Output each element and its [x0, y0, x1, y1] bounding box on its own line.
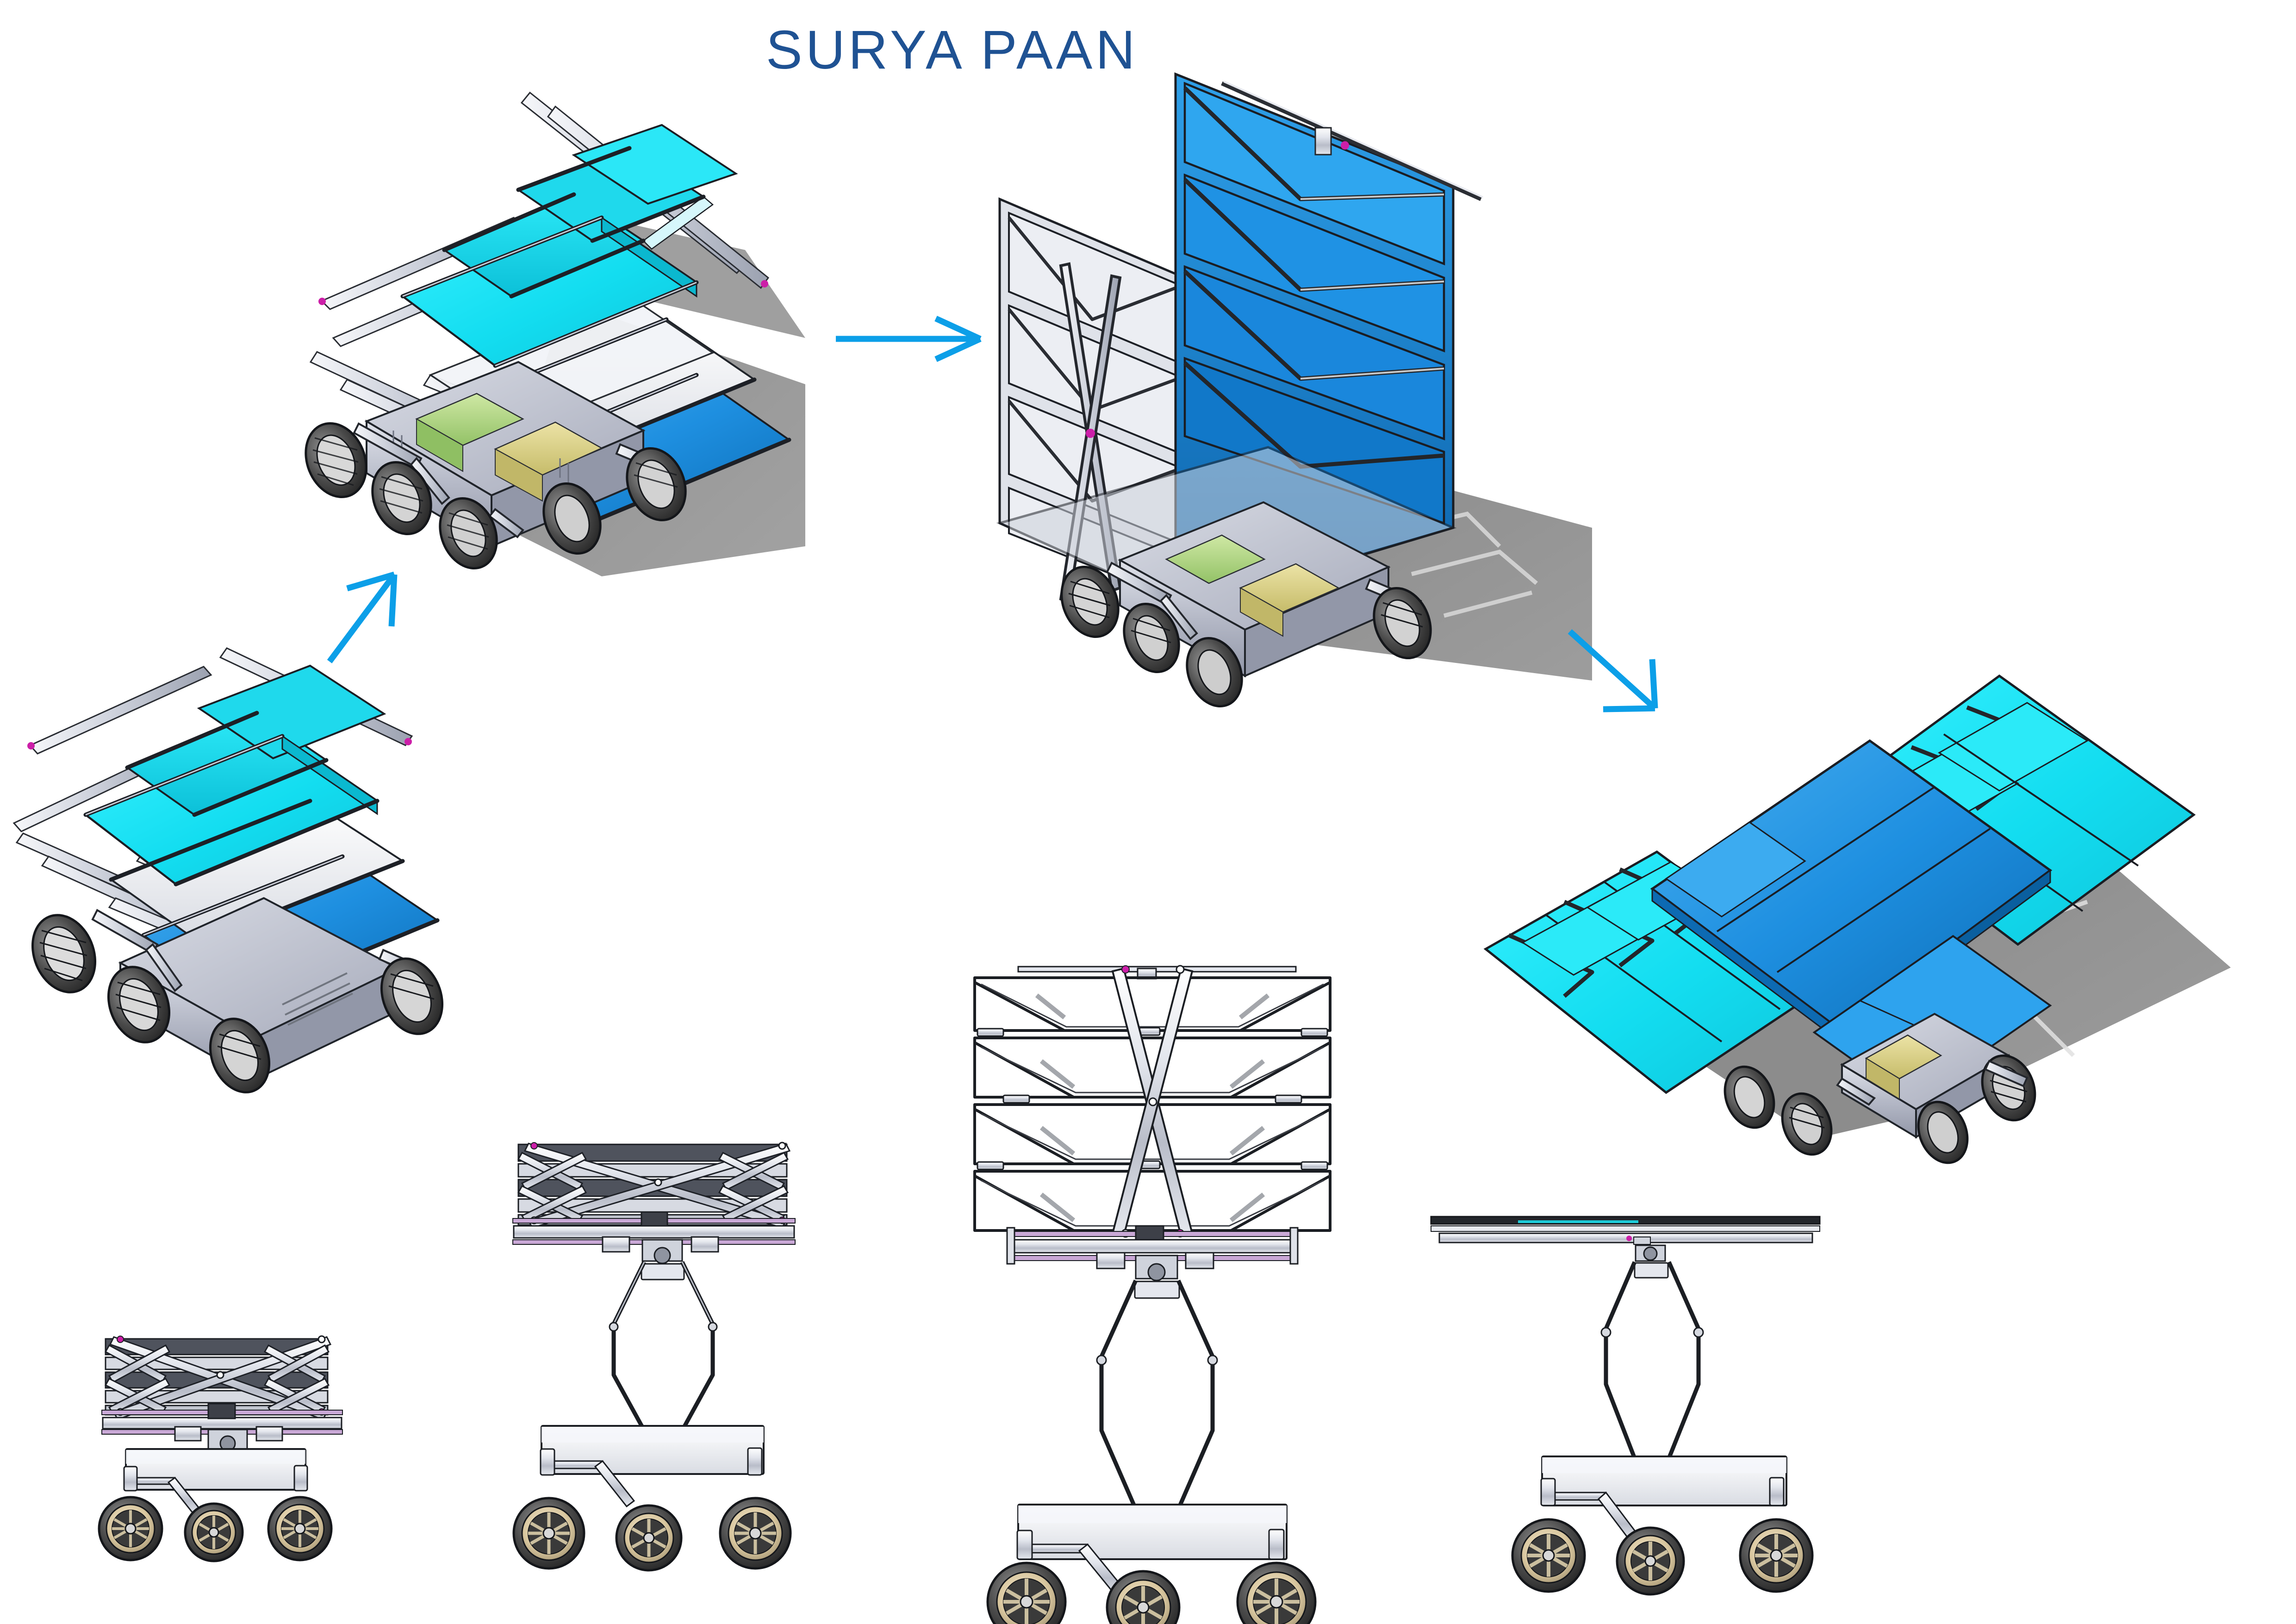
wheel — [1511, 1518, 1586, 1593]
wheel — [1917, 1100, 1969, 1164]
wheel — [1373, 587, 1432, 660]
wheel-group — [31, 914, 444, 1093]
wheel — [626, 447, 687, 522]
wheel — [209, 1018, 271, 1093]
wheel-group — [305, 422, 687, 570]
wheel — [1616, 1526, 1685, 1596]
mast-joints — [1600, 1327, 1704, 1338]
mast-hexagon — [1604, 1261, 1701, 1459]
suspension-arms — [1016, 1529, 1285, 1598]
wheel — [1739, 1518, 1814, 1593]
wheel — [184, 1502, 244, 1562]
wheel — [1236, 1562, 1317, 1624]
suspension-arms — [123, 1465, 308, 1515]
mast-joints — [609, 1322, 718, 1332]
wheel — [380, 957, 444, 1035]
arrow-vertical-to-flat — [1564, 626, 1685, 732]
wheel — [1060, 565, 1120, 638]
wheel — [1781, 1092, 1833, 1156]
pivot-pin — [1086, 429, 1095, 438]
arrow-stowed-to-raised — [324, 558, 449, 669]
wheel-group — [986, 1562, 1317, 1624]
page-title: SURYA PAAN — [766, 19, 1139, 81]
rover-isometric-raised-panels — [278, 79, 805, 634]
side-view-flat-array — [1412, 1181, 1837, 1620]
wheel — [1186, 637, 1243, 708]
drive-carriage — [1096, 1225, 1214, 1299]
drive-carriage — [174, 1403, 283, 1452]
rover-isometric-vertical-wings — [981, 60, 1592, 708]
wheel — [31, 914, 97, 993]
wheel — [267, 1496, 333, 1562]
wheel — [305, 422, 367, 498]
wheel — [719, 1497, 792, 1570]
wheel — [986, 1562, 1067, 1624]
wheel — [1724, 1065, 1775, 1129]
rover-isometric-stowed-low — [5, 639, 472, 1106]
wheel — [1106, 1570, 1181, 1624]
panel-slats — [1035, 993, 1270, 1222]
wheel-group — [512, 1497, 792, 1572]
side-view-collapsed-scissor — [69, 1315, 366, 1620]
top-boom — [1221, 81, 1483, 201]
wheel — [1123, 602, 1180, 674]
frame-rails-light — [85, 735, 343, 936]
hinge-blocks — [977, 1027, 1328, 1170]
arrow-raised-to-vertical — [833, 315, 990, 362]
front-view-extended-scissor — [949, 940, 1356, 1624]
drive-carriage — [602, 1211, 719, 1280]
wheel — [98, 1496, 163, 1562]
flat-array-deck — [1430, 1216, 1821, 1245]
wheel — [512, 1497, 585, 1570]
rover-isometric-flat-deployed — [1472, 648, 2231, 1164]
side-view-partial-scissor — [486, 1125, 819, 1620]
suspension-arms — [1836, 1060, 2028, 1106]
wheel-group — [1060, 565, 1432, 708]
wheel — [107, 966, 171, 1043]
wheel — [371, 461, 432, 536]
suspension-arms — [1540, 1477, 1785, 1542]
mast-joints — [1096, 1355, 1218, 1366]
wheel-group — [98, 1496, 333, 1562]
wheel — [542, 482, 602, 555]
wheel — [615, 1504, 683, 1572]
wheel — [439, 497, 498, 570]
wheel-group — [1511, 1518, 1814, 1596]
mast-hexagon — [611, 1261, 715, 1432]
mast-hexagon — [1099, 1280, 1215, 1510]
suspension-arms — [540, 1447, 763, 1508]
drive-carriage — [1634, 1244, 1669, 1279]
